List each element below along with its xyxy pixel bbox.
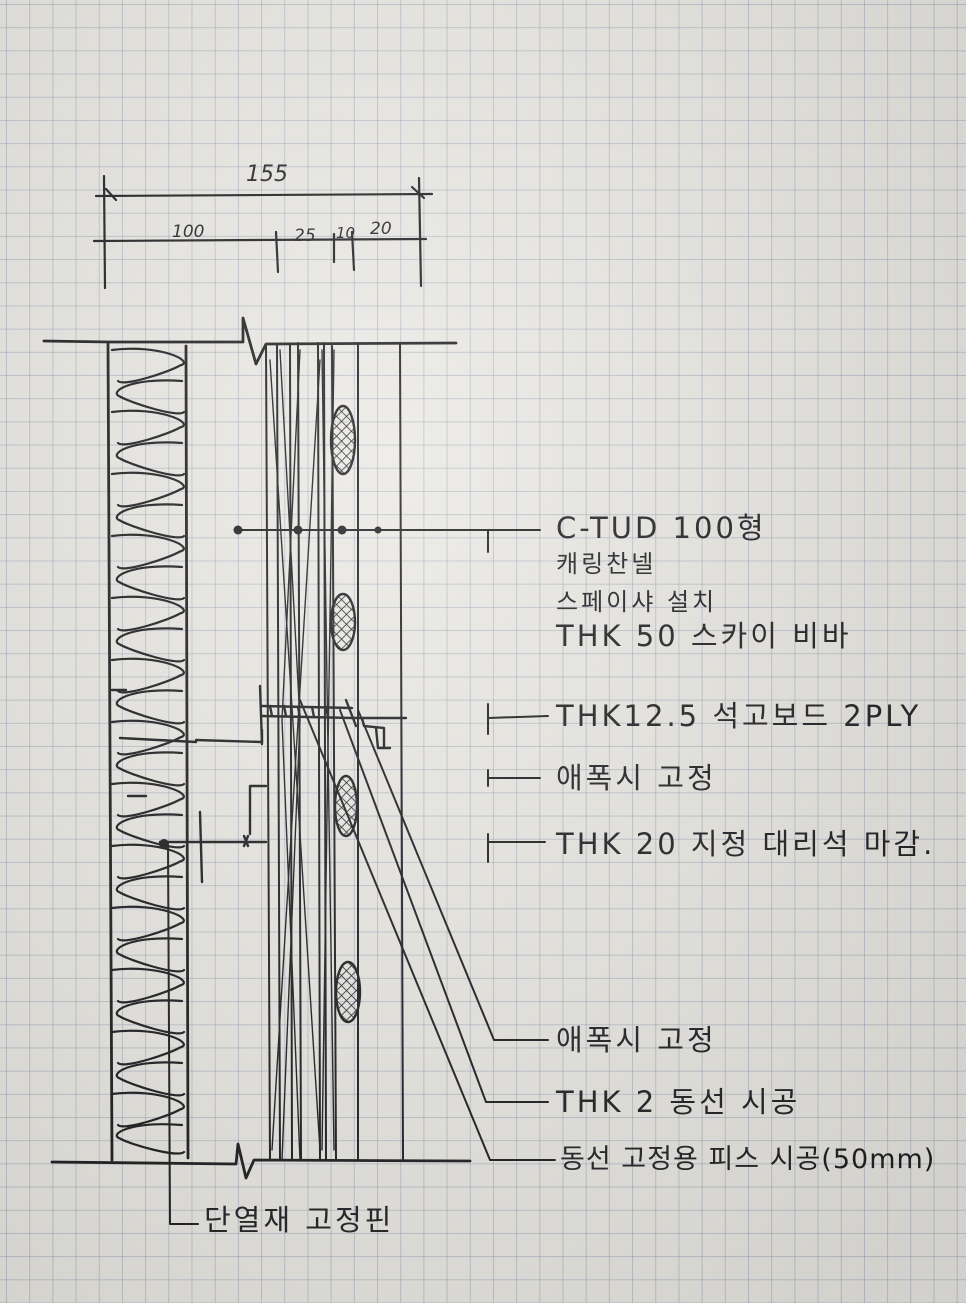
label-epoxy-fix-1: 애폭시 고정 (556, 761, 717, 795)
dimension-lines (92, 174, 434, 290)
label-c-stud: C-TUD 100형 (556, 511, 767, 545)
dim-finish: 20 (370, 219, 392, 239)
label-epoxy-fix-2: 애폭시 고정 (556, 1023, 717, 1057)
insulation-layer (106, 341, 190, 1162)
label-sky-bar: THK 50 스카이 비바 (556, 619, 852, 653)
label-wire-fix-screw: 동선 고정용 피스 시공(50mm) (560, 1144, 936, 1175)
label-spacer: 스페이샤 설치 (556, 588, 718, 616)
leader-lines (167, 529, 556, 1225)
spacer-ovals (329, 404, 362, 1024)
label-carrying-channel: 캐링찬넬 (556, 550, 657, 578)
cross-hatch-lines (269, 349, 335, 1161)
dim-total: 155 (246, 162, 288, 187)
label-gypsum-board: THK12.5 석고보드 2PLY (556, 699, 922, 733)
label-marble-finish: THK 20 지정 대리석 마감. (556, 827, 936, 861)
label-copper-wire: THK 2 동선 시공 (556, 1085, 801, 1119)
dim-channel: 10 (336, 224, 356, 242)
dim-insulation: 100 (172, 222, 205, 242)
dim-stud: 25 (294, 226, 316, 246)
label-insulation-pin: 단열재 고정핀 (204, 1203, 395, 1237)
